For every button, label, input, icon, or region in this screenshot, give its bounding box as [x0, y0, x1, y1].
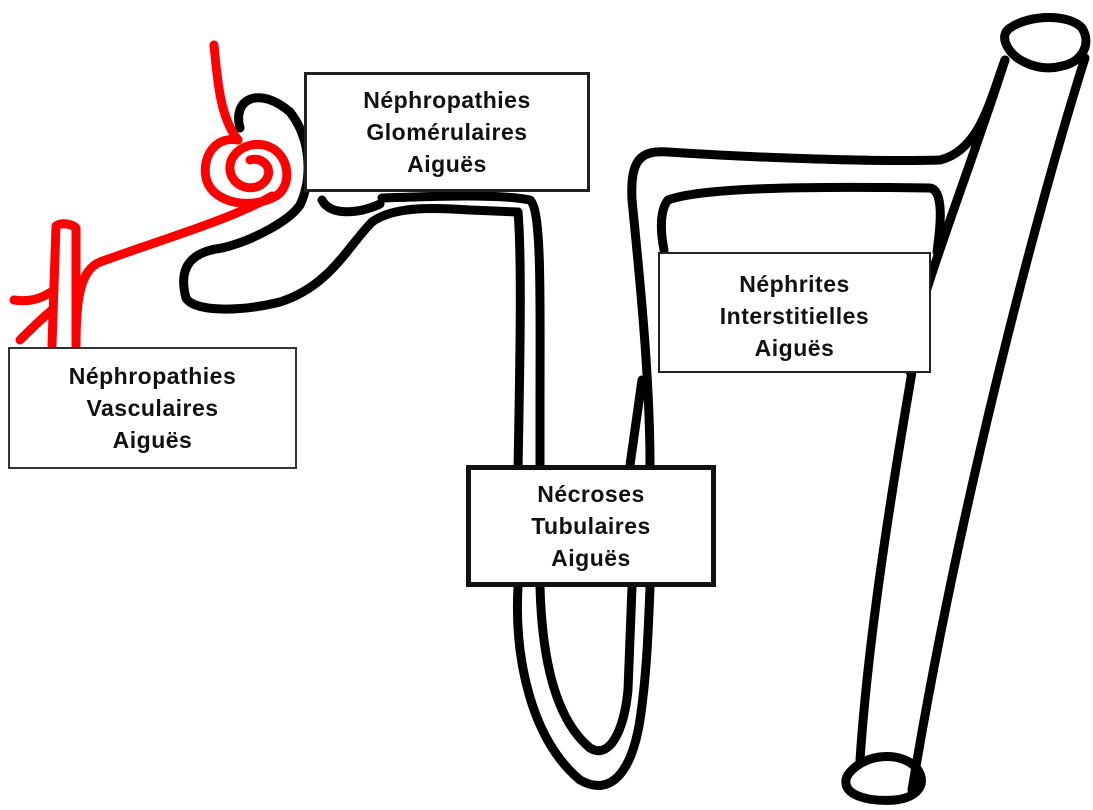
descending-limb-inner	[518, 212, 520, 470]
collecting-duct-lower-left	[860, 372, 912, 760]
vascular-label-line-1: Néphropathies	[69, 360, 237, 392]
tubular-label-line-1: Nécroses	[537, 478, 645, 510]
interstitial-label-line-3: Aiguës	[755, 332, 835, 364]
capsule-inner-outline	[322, 200, 380, 212]
afferent-arteriole	[76, 196, 272, 345]
vascular-label-box: Néphropathies Vasculaires Aiguës	[8, 347, 297, 469]
vascular-label-line-3: Aiguës	[113, 424, 193, 456]
loop-inner	[540, 587, 632, 751]
interlobular-artery	[14, 224, 76, 345]
tubular-label-line-2: Tubulaires	[531, 510, 651, 542]
interstitial-label-line-1: Néphrites	[739, 268, 850, 300]
glomerular-label-line-2: Glomérulaires	[366, 116, 527, 148]
interstitial-label-box: Néphrites Interstitielles Aiguës	[658, 252, 931, 373]
glomerular-label-line-1: Néphropathies	[363, 84, 531, 116]
glomerulus-coil	[205, 140, 287, 204]
tubular-label-box: Nécroses Tubulaires Aiguës	[466, 465, 716, 587]
glomerular-label-line-3: Aiguës	[407, 148, 487, 180]
efferent-arteriole	[214, 45, 238, 140]
collecting-duct-right	[912, 58, 1085, 790]
glomerular-label-box: Néphropathies Glomérulaires Aiguës	[304, 72, 590, 192]
vascular-label-line-2: Vasculaires	[86, 392, 218, 424]
tubular-label-line-3: Aiguës	[551, 542, 631, 574]
interstitial-label-line-2: Interstitielles	[720, 300, 869, 332]
duct-top-ellipse	[1005, 18, 1086, 68]
